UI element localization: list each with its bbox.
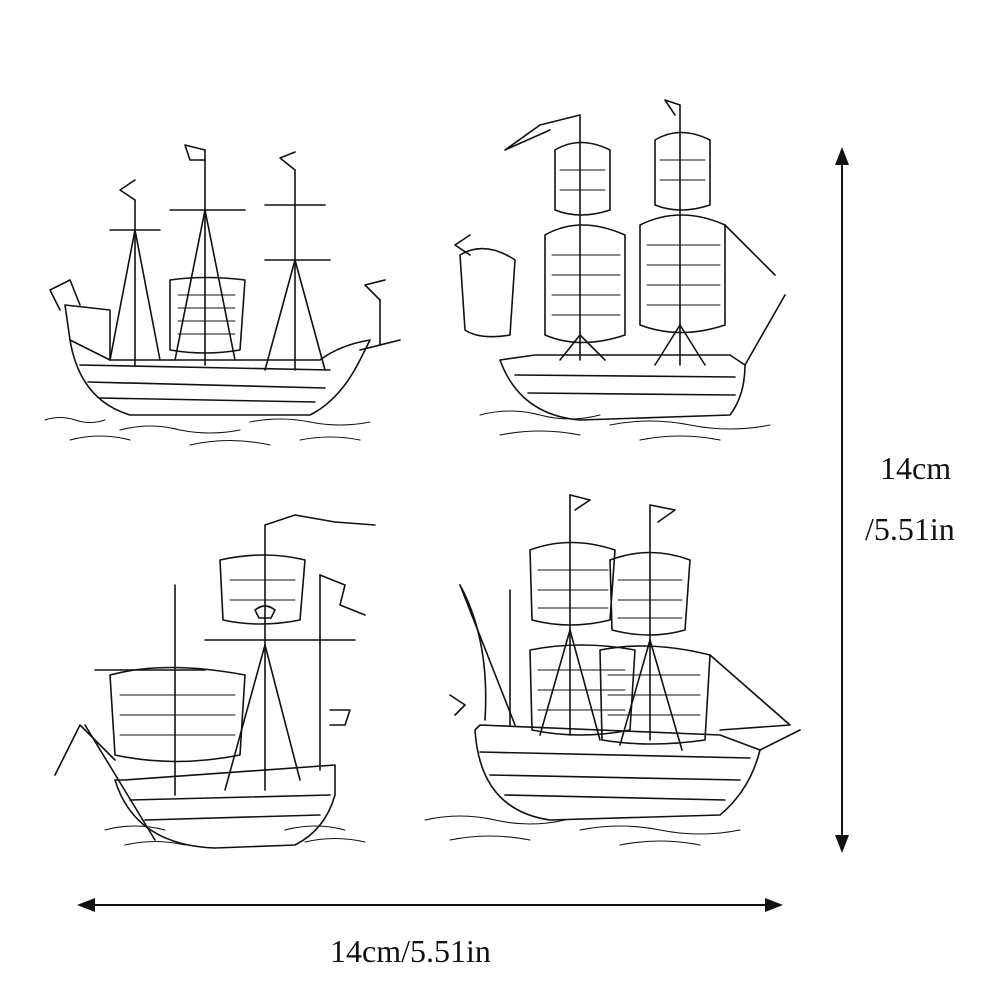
height-label-line1: 14cm	[880, 450, 952, 486]
galleon-sketch-icon	[54, 514, 376, 849]
ship-illustration-top-left	[40, 130, 410, 460]
galleon-sketch-icon	[424, 494, 801, 846]
width-label: 14cm/5.51in	[330, 933, 491, 969]
ship-illustration-bottom-right	[420, 490, 805, 855]
galleon-sketch-icon	[454, 99, 786, 441]
width-dimension-arrow	[77, 898, 783, 912]
ship-illustration-top-right	[440, 95, 795, 445]
galleon-sketch-icon	[44, 144, 401, 446]
height-label-line2: /5.51in	[865, 511, 955, 547]
ship-illustration-bottom-left	[45, 510, 390, 855]
height-dimension-arrow	[835, 147, 849, 853]
